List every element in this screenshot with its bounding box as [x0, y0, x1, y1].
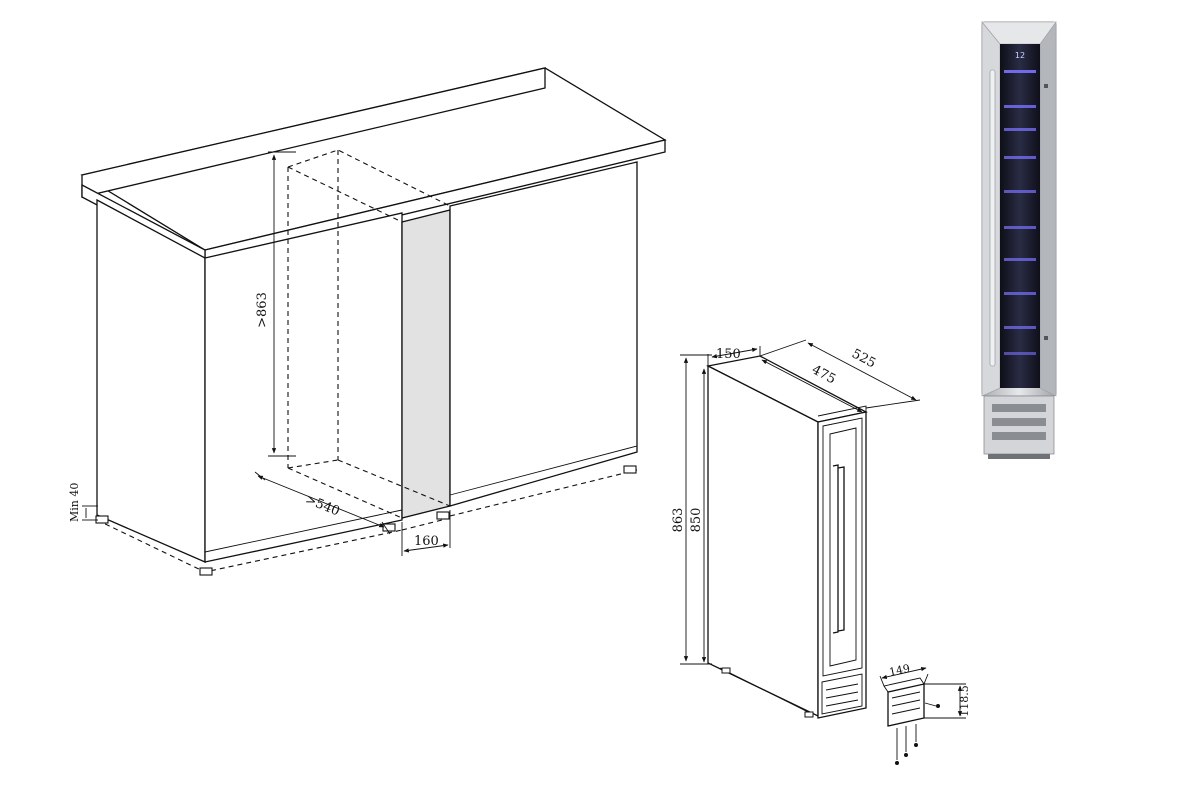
foot-front-left	[199, 567, 213, 576]
plinth-vent-detail: 149 118.5	[879, 662, 971, 765]
dim-niche-width-label: 160	[414, 534, 439, 549]
foot-mid-left	[382, 523, 396, 532]
dim-plinth-width: 149	[879, 662, 929, 687]
plinth-top-edge	[883, 677, 925, 693]
dim-plinth-height-label: Min 40	[68, 483, 81, 522]
fridge-vent-grille	[821, 673, 863, 715]
plinth-panel	[887, 683, 925, 727]
cabinet-installation-diagram: >863 >540 160 Min 40	[68, 67, 667, 576]
dim-niche-height-label: >863	[255, 292, 270, 328]
dim-fridge-width: 150	[707, 346, 761, 366]
foot-mid-right	[436, 511, 450, 520]
product-photo: 12	[981, 21, 1057, 459]
right-plinth	[449, 445, 638, 496]
dim-fridge-depth-total: 525	[759, 339, 921, 409]
fridge-door-outer	[822, 417, 863, 677]
dim-plinth-depth-label: 118.5	[958, 685, 971, 717]
foot-right	[623, 465, 637, 474]
dim-niche-height: >863	[255, 151, 296, 457]
photo-base-grille	[983, 395, 1055, 459]
dim-plinth-width-label: 149	[888, 662, 911, 679]
dim-plinth-height: Min 40	[68, 483, 98, 522]
photo-glass-door	[1000, 44, 1040, 388]
appliance-gap-panel	[401, 209, 451, 519]
dim-fridge-depth-total-label: 525	[849, 346, 878, 371]
fridge-dimension-diagram: 863 850 150 475 525	[671, 339, 921, 719]
fridge-top-bezel	[817, 405, 867, 417]
dim-fridge-width-label: 150	[716, 347, 741, 362]
fridge-door-inner	[829, 427, 857, 667]
plinth-screws	[895, 702, 940, 765]
dim-niche-width: 160	[401, 510, 451, 556]
fridge-foot-front	[804, 711, 814, 718]
fridge-side	[707, 364, 819, 718]
right-cabinet-front	[449, 161, 638, 507]
dim-fridge-height-total-label: 863	[671, 508, 686, 533]
left-cabinet-front	[204, 212, 403, 563]
photo-temperature-display: 12	[1015, 51, 1025, 60]
left-cabinet-side	[96, 198, 206, 563]
dim-plinth-depth: 118.5	[924, 683, 971, 719]
fridge-foot-back	[721, 667, 731, 674]
dim-fridge-height-body: 850	[689, 368, 707, 663]
foot-back-left	[95, 515, 109, 524]
fridge-base-line	[719, 667, 811, 714]
dim-fridge-height-total: 863	[671, 354, 712, 665]
fridge-handle	[832, 464, 845, 634]
photo-handle	[989, 69, 996, 367]
dim-fridge-height-body-label: 850	[689, 508, 704, 533]
plinth-slots	[891, 691, 921, 715]
photo-led-shelves	[1004, 70, 1036, 355]
